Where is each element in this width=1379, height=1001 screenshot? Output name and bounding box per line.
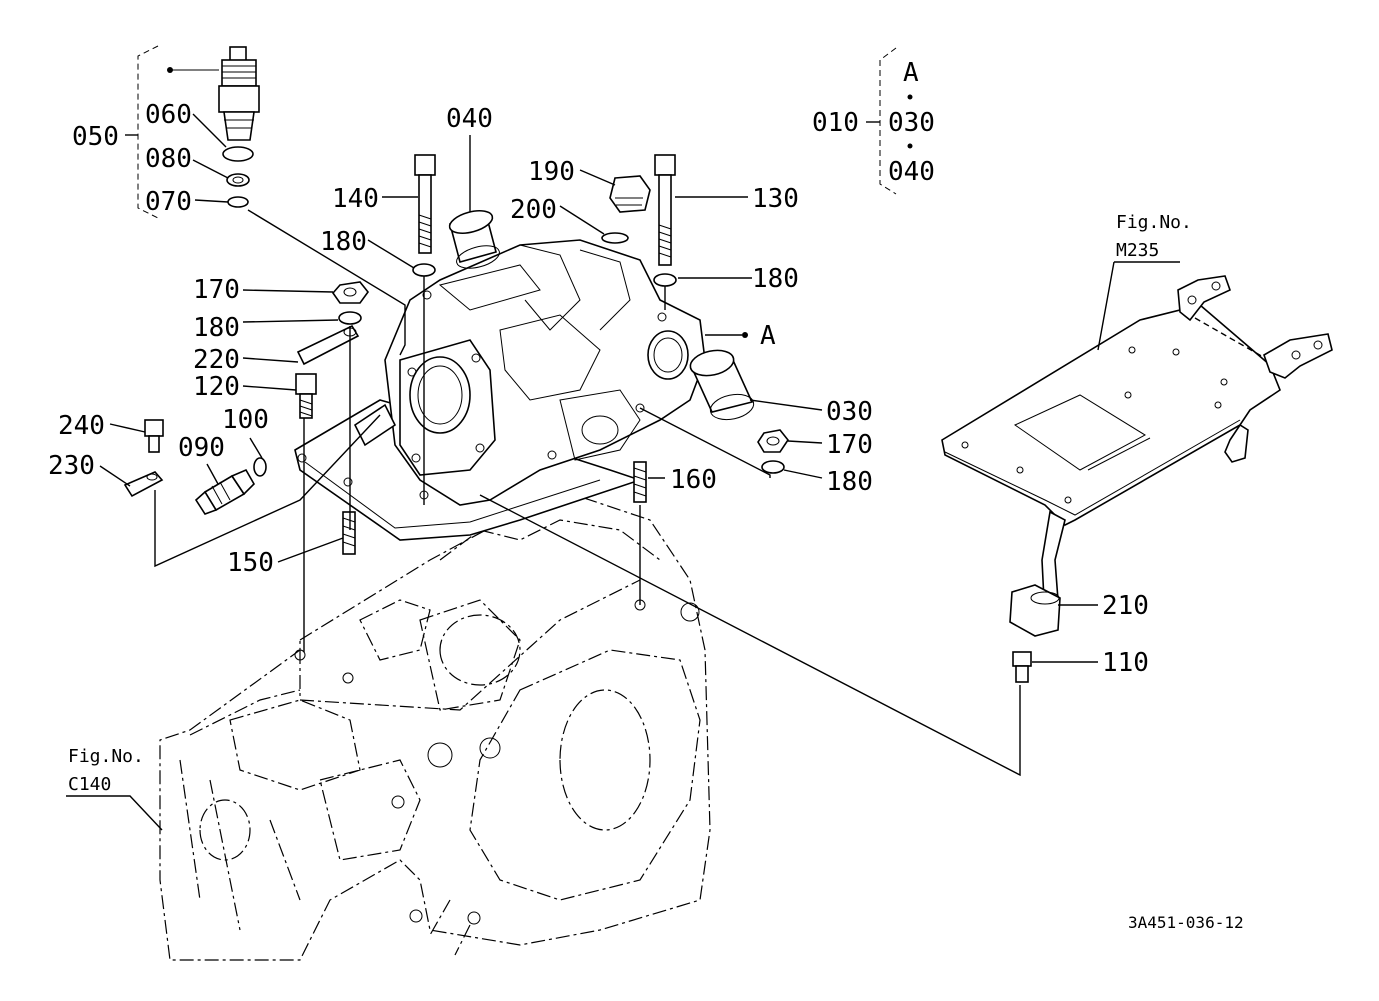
spring-washer-180c — [338, 311, 362, 325]
bolt-240 — [144, 419, 164, 453]
plate-220 — [296, 324, 360, 366]
label-050: 050 — [72, 122, 119, 152]
label-150: 150 — [227, 548, 274, 578]
relief-valve-050 — [167, 46, 260, 141]
bracket-plate-m235 — [941, 275, 1333, 526]
bushing-040 — [448, 209, 500, 269]
transmission-case — [159, 489, 711, 961]
filler-cap-190 — [609, 175, 651, 213]
bushing-030 — [689, 349, 755, 421]
label-180b: 180 — [752, 264, 799, 294]
label-170b: 170 — [826, 430, 873, 460]
label-set-040: 040 — [888, 157, 935, 187]
sensor-090 — [194, 468, 255, 515]
label-set-030: 030 — [888, 108, 935, 138]
label-140: 140 — [332, 184, 379, 214]
label-170a: 170 — [193, 275, 240, 305]
label-110: 110 — [1102, 648, 1149, 678]
nipple-110 — [1012, 651, 1032, 683]
label-set-A: A — [903, 58, 919, 88]
label-070: 070 — [145, 187, 192, 217]
plug-120 — [295, 373, 317, 419]
label-240: 240 — [58, 411, 105, 441]
label-180c: 180 — [193, 313, 240, 343]
label-180d: 180 — [826, 467, 873, 497]
stud-160 — [633, 461, 647, 503]
backup-ring-080 — [226, 173, 250, 187]
bolt-130 — [654, 154, 676, 266]
label-120: 120 — [193, 372, 240, 402]
o-ring-100 — [253, 457, 267, 477]
label-210: 210 — [1102, 591, 1149, 621]
nut-170b — [757, 429, 789, 453]
label-060: 060 — [145, 100, 192, 130]
label-080: 080 — [145, 144, 192, 174]
part-labels: 050 060 080 070 040 140 180 190 200 130 … — [48, 58, 1149, 678]
ref-m235-line1: Fig.No. — [1116, 212, 1192, 233]
figure-references: Fig.No. M235 Fig.No. C140 — [68, 212, 1192, 795]
ref-m235-line2: M235 — [1116, 240, 1159, 261]
stud-150 — [342, 511, 356, 555]
spring-washer-180d — [761, 460, 785, 474]
o-ring-070 — [227, 196, 249, 208]
label-040: 040 — [446, 104, 493, 134]
spring-washer-180b — [653, 273, 677, 287]
clamp-230 — [123, 471, 164, 498]
label-160: 160 — [670, 465, 717, 495]
label-200: 200 — [510, 195, 557, 225]
spring-washer-180a — [412, 263, 436, 277]
label-010: 010 — [812, 108, 859, 138]
ref-c140-line1: Fig.No. — [68, 746, 144, 767]
label-030: 030 — [826, 397, 873, 427]
o-ring-200 — [601, 232, 629, 244]
nut-170a — [331, 281, 370, 304]
bullet-dot — [167, 67, 173, 73]
label-190: 190 — [528, 157, 575, 187]
pipe-210 — [1009, 510, 1066, 637]
label-A: A — [760, 321, 776, 351]
label-130: 130 — [752, 184, 799, 214]
ref-c140-line2: C140 — [68, 774, 111, 795]
label-090: 090 — [178, 433, 225, 463]
label-220: 220 — [193, 345, 240, 375]
label-230: 230 — [48, 451, 95, 481]
o-ring-060 — [222, 146, 254, 162]
label-100: 100 — [222, 405, 269, 435]
drawing-code: 3A451-036-12 — [1128, 913, 1244, 932]
label-180a: 180 — [320, 227, 367, 257]
leader-lines — [66, 45, 1266, 831]
bolt-140 — [414, 154, 436, 254]
